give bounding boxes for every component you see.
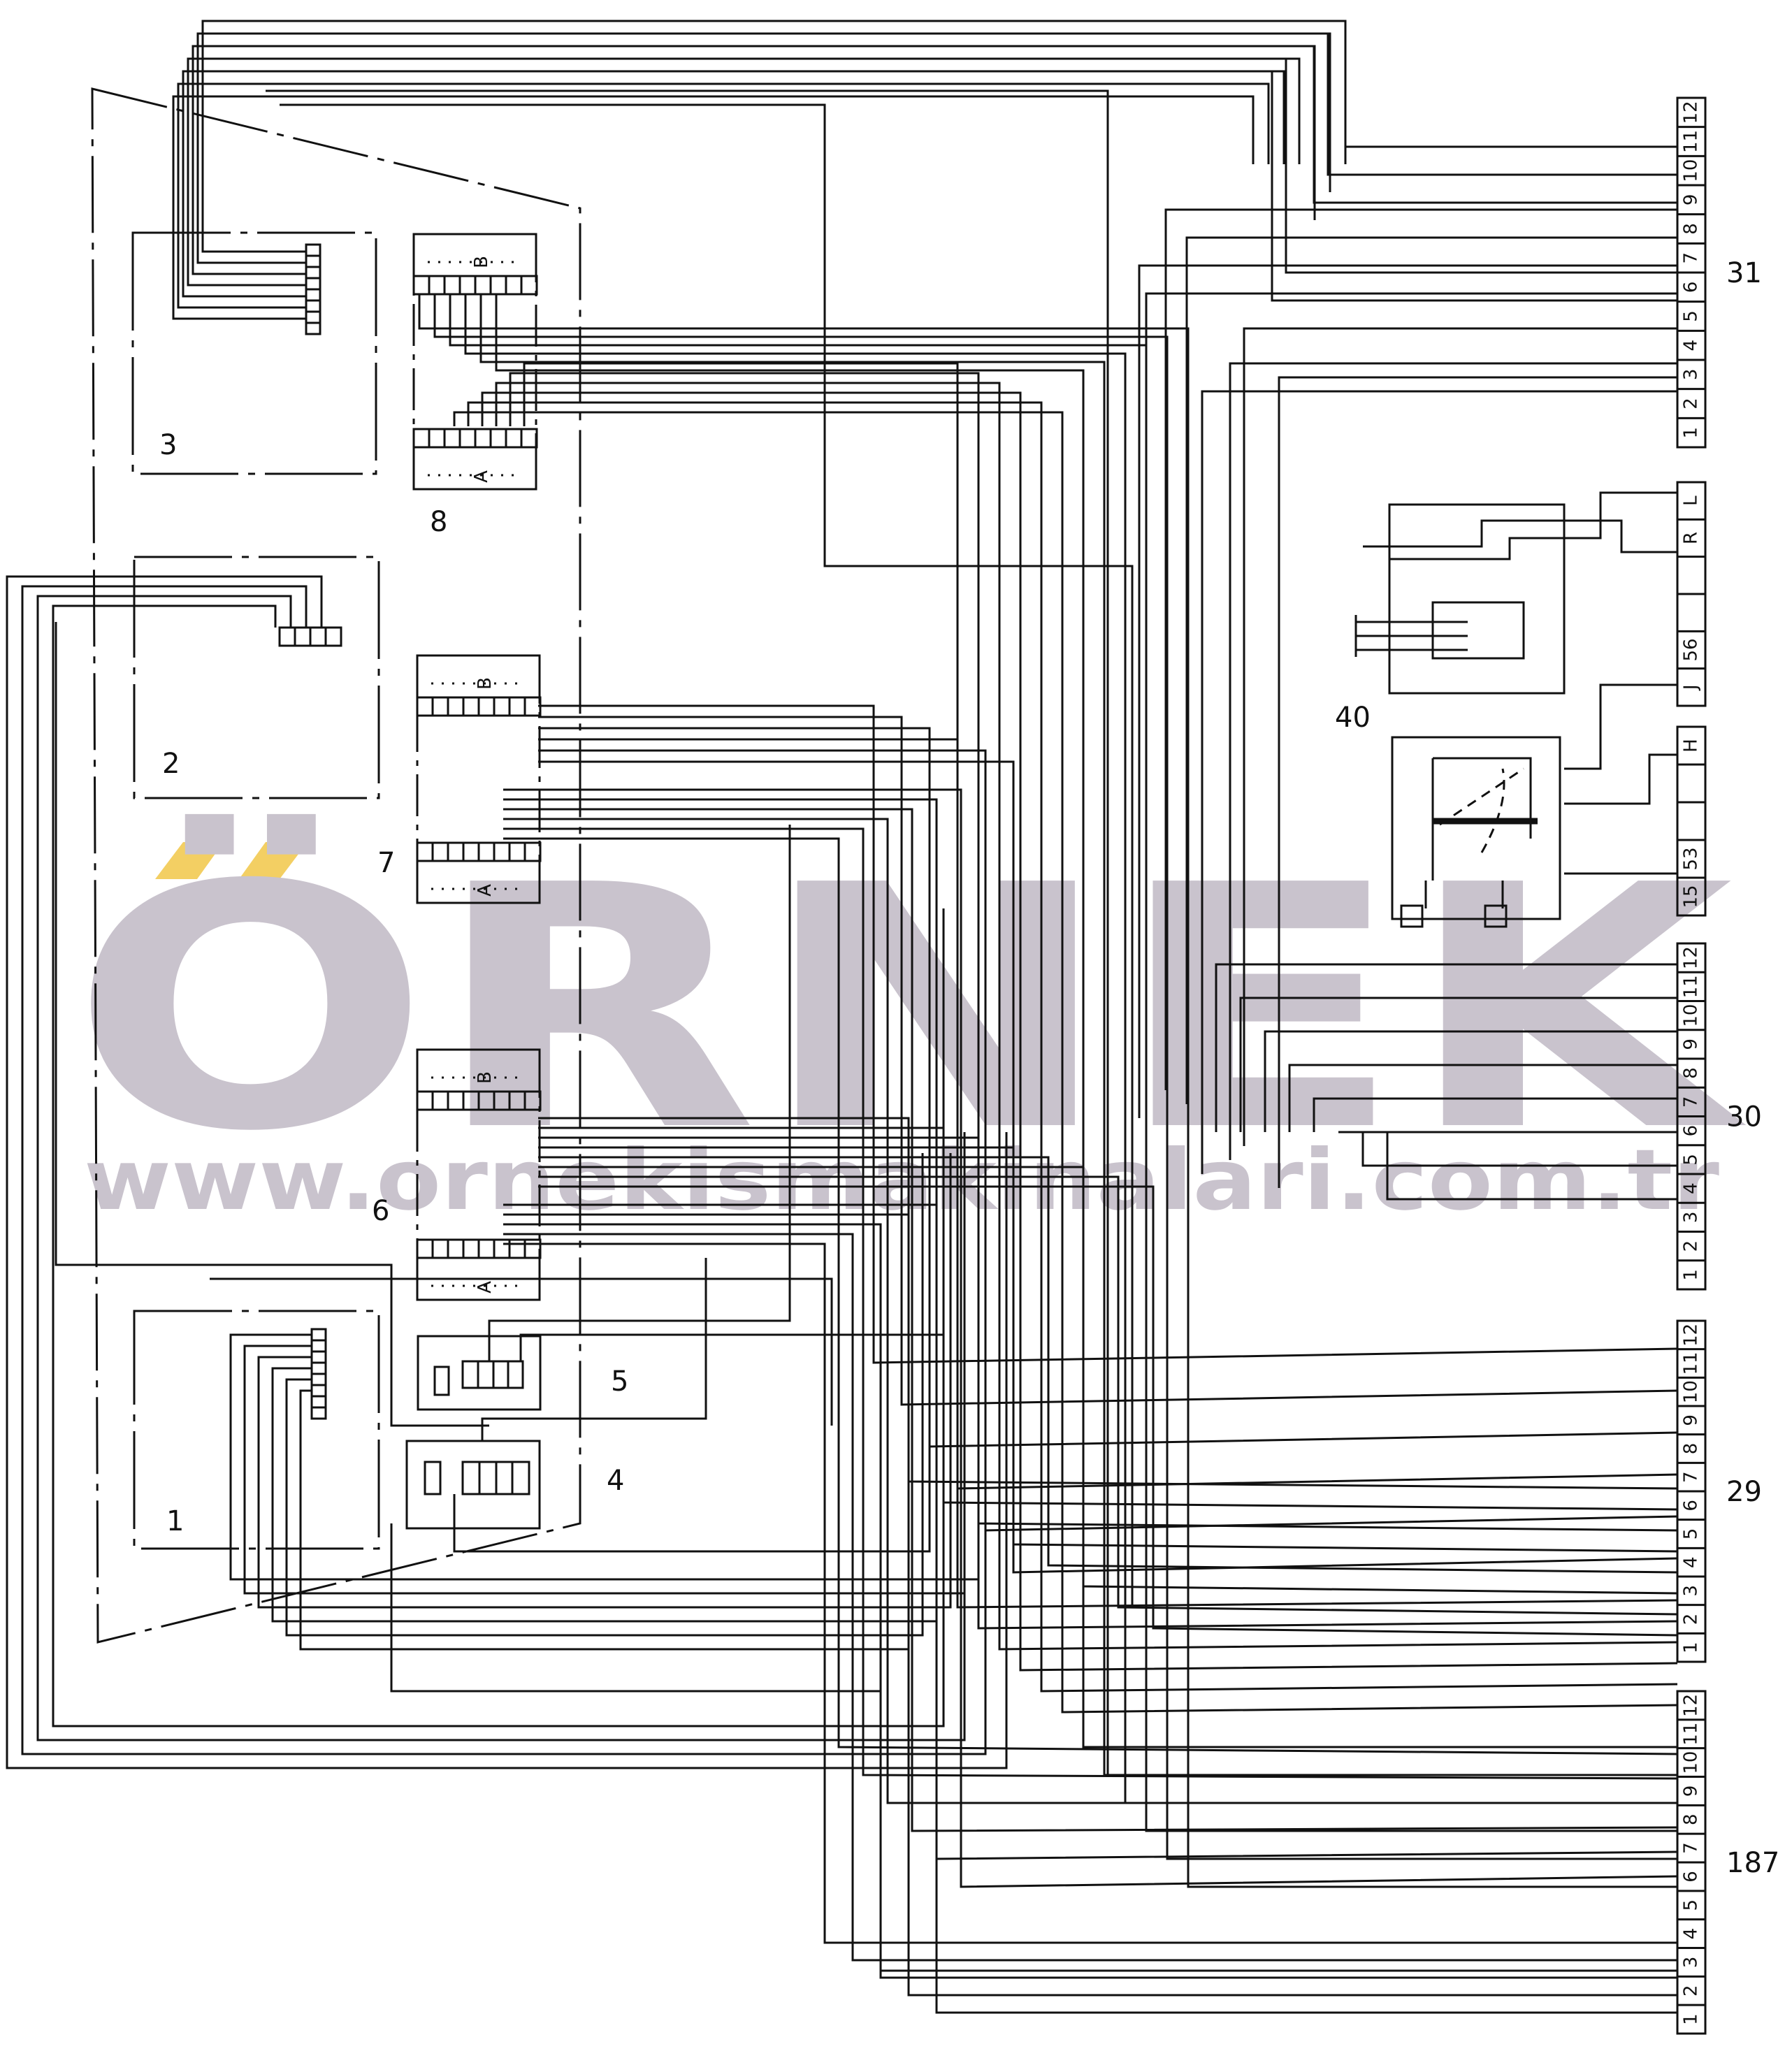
connector-187-pin: 6	[1681, 1871, 1702, 1883]
watermark-accent-right	[239, 842, 308, 879]
connector-half-b-label: B	[475, 677, 496, 690]
switch-40	[1354, 503, 1566, 928]
connector-30-pin: 6	[1681, 1125, 1702, 1137]
connector-187-pin: 4	[1681, 1928, 1702, 1940]
connector-29-pin: 11	[1681, 1352, 1702, 1375]
connector-29-pin: 9	[1681, 1414, 1702, 1426]
connector-187-pin: 9	[1681, 1785, 1702, 1797]
connector-29-pin: 3	[1681, 1585, 1702, 1597]
component-4-label: 4	[607, 1465, 624, 1497]
connector-31-pin: 12	[1681, 101, 1702, 124]
connector-half-a-label: A	[475, 1281, 496, 1294]
connector-29-pin: 6	[1681, 1500, 1702, 1512]
connector-187-pin: 11	[1681, 1723, 1702, 1746]
connector-187-pin: 10	[1681, 1751, 1702, 1774]
connector-31-pin: 4	[1681, 340, 1702, 352]
connector-187-pin: 5	[1681, 1899, 1702, 1911]
connector-half-a-label: A	[471, 470, 492, 483]
connector-187-pin: 7	[1681, 1842, 1702, 1854]
connector-31-pin: 7	[1681, 252, 1702, 264]
watermark-accent-left	[155, 842, 224, 879]
component-1-label: 1	[166, 1505, 184, 1537]
component-8-label: 8	[430, 506, 447, 538]
connector-31-pin: 6	[1681, 282, 1702, 294]
connector-6: BA	[416, 1048, 542, 1301]
component-3-label: 3	[159, 429, 177, 461]
connector-30-pin: 1	[1681, 1269, 1702, 1281]
connector-30-pin: 8	[1681, 1067, 1702, 1079]
connector-strips: 1234567891011123112345678910111230123456…	[1676, 96, 1779, 2035]
connector-31-pin: 8	[1681, 223, 1702, 235]
component-40-label: 40	[1335, 702, 1371, 734]
connector-187-pin: 1	[1681, 2013, 1702, 2025]
connector-31-pin: 10	[1681, 159, 1702, 182]
component-2-label: 2	[162, 748, 180, 780]
switch-40-pin: H	[1681, 739, 1702, 753]
connector-5	[417, 1335, 542, 1411]
switch-40-pin: 56	[1681, 638, 1702, 661]
connector-29-pin: 1	[1681, 1642, 1702, 1653]
connector-7: BA	[416, 654, 542, 904]
connector-31-pin: 9	[1681, 194, 1702, 206]
connector-4	[405, 1440, 541, 1530]
component-3	[131, 231, 377, 475]
connector-29-label: 29	[1726, 1476, 1762, 1508]
connector-31-pin: 11	[1681, 130, 1702, 153]
connector-29-pin: 8	[1681, 1443, 1702, 1455]
connector-29-pin: 7	[1681, 1471, 1702, 1483]
component-1	[133, 1310, 380, 1550]
switch-40-strip-lower: 15 53 H	[1676, 725, 1707, 917]
switch-40-pin: 15	[1681, 885, 1702, 908]
connector-30-pin: 9	[1681, 1038, 1702, 1050]
connector-30-pin: 12	[1681, 946, 1702, 969]
switch-40-pin: R	[1681, 532, 1702, 544]
connector-31-pin: 3	[1681, 369, 1702, 381]
connector-187-pin: 2	[1681, 1985, 1702, 1997]
connector-31-label: 31	[1726, 257, 1762, 289]
module-frame	[91, 87, 581, 1644]
connector-187-pin: 3	[1681, 1957, 1702, 1969]
switch-40-pin: J	[1681, 684, 1702, 691]
switch-40-pin: 53	[1681, 847, 1702, 870]
connector-31-pin: 1	[1681, 427, 1702, 439]
connector-30-label: 30	[1726, 1101, 1762, 1133]
component-2	[133, 556, 380, 799]
component-6-label: 6	[372, 1195, 389, 1227]
connector-30-pin: 10	[1681, 1004, 1702, 1027]
connector-29-pin: 4	[1681, 1556, 1702, 1568]
connector-187-label: 187	[1726, 1847, 1779, 1879]
component-5-label: 5	[611, 1365, 628, 1398]
connector-187-pin: 12	[1681, 1694, 1702, 1717]
connector-half-b-label: B	[475, 1071, 496, 1084]
wire-harness	[6, 20, 1678, 2014]
connector-half-a-label: A	[475, 884, 496, 897]
connector-8: BA	[412, 233, 538, 491]
switch-40-strip-upper: J 56 R L	[1676, 481, 1707, 707]
connector-29-pin: 2	[1681, 1614, 1702, 1625]
switch-40-pin: L	[1681, 495, 1702, 506]
connector-31-pin: 2	[1681, 398, 1702, 410]
connector-187-pin: 8	[1681, 1813, 1702, 1825]
connector-29-pin: 10	[1681, 1380, 1702, 1403]
connector-half-b-label: B	[471, 256, 492, 268]
connector-29-pin: 5	[1681, 1528, 1702, 1540]
connector-30-pin: 4	[1681, 1182, 1702, 1194]
connector-30-pin: 5	[1681, 1154, 1702, 1166]
connector-30-pin: 11	[1681, 975, 1702, 998]
switch-40-terminal-strip: J 56 R L 15 53 H	[1676, 481, 1707, 917]
connector-30-pin: 2	[1681, 1240, 1702, 1252]
component-7-label: 7	[377, 847, 395, 879]
connector-30-pin: 7	[1681, 1096, 1702, 1108]
connector-30-pin: 3	[1681, 1212, 1702, 1224]
connector-31-pin: 5	[1681, 310, 1702, 322]
connector-29-pin: 12	[1681, 1324, 1702, 1347]
